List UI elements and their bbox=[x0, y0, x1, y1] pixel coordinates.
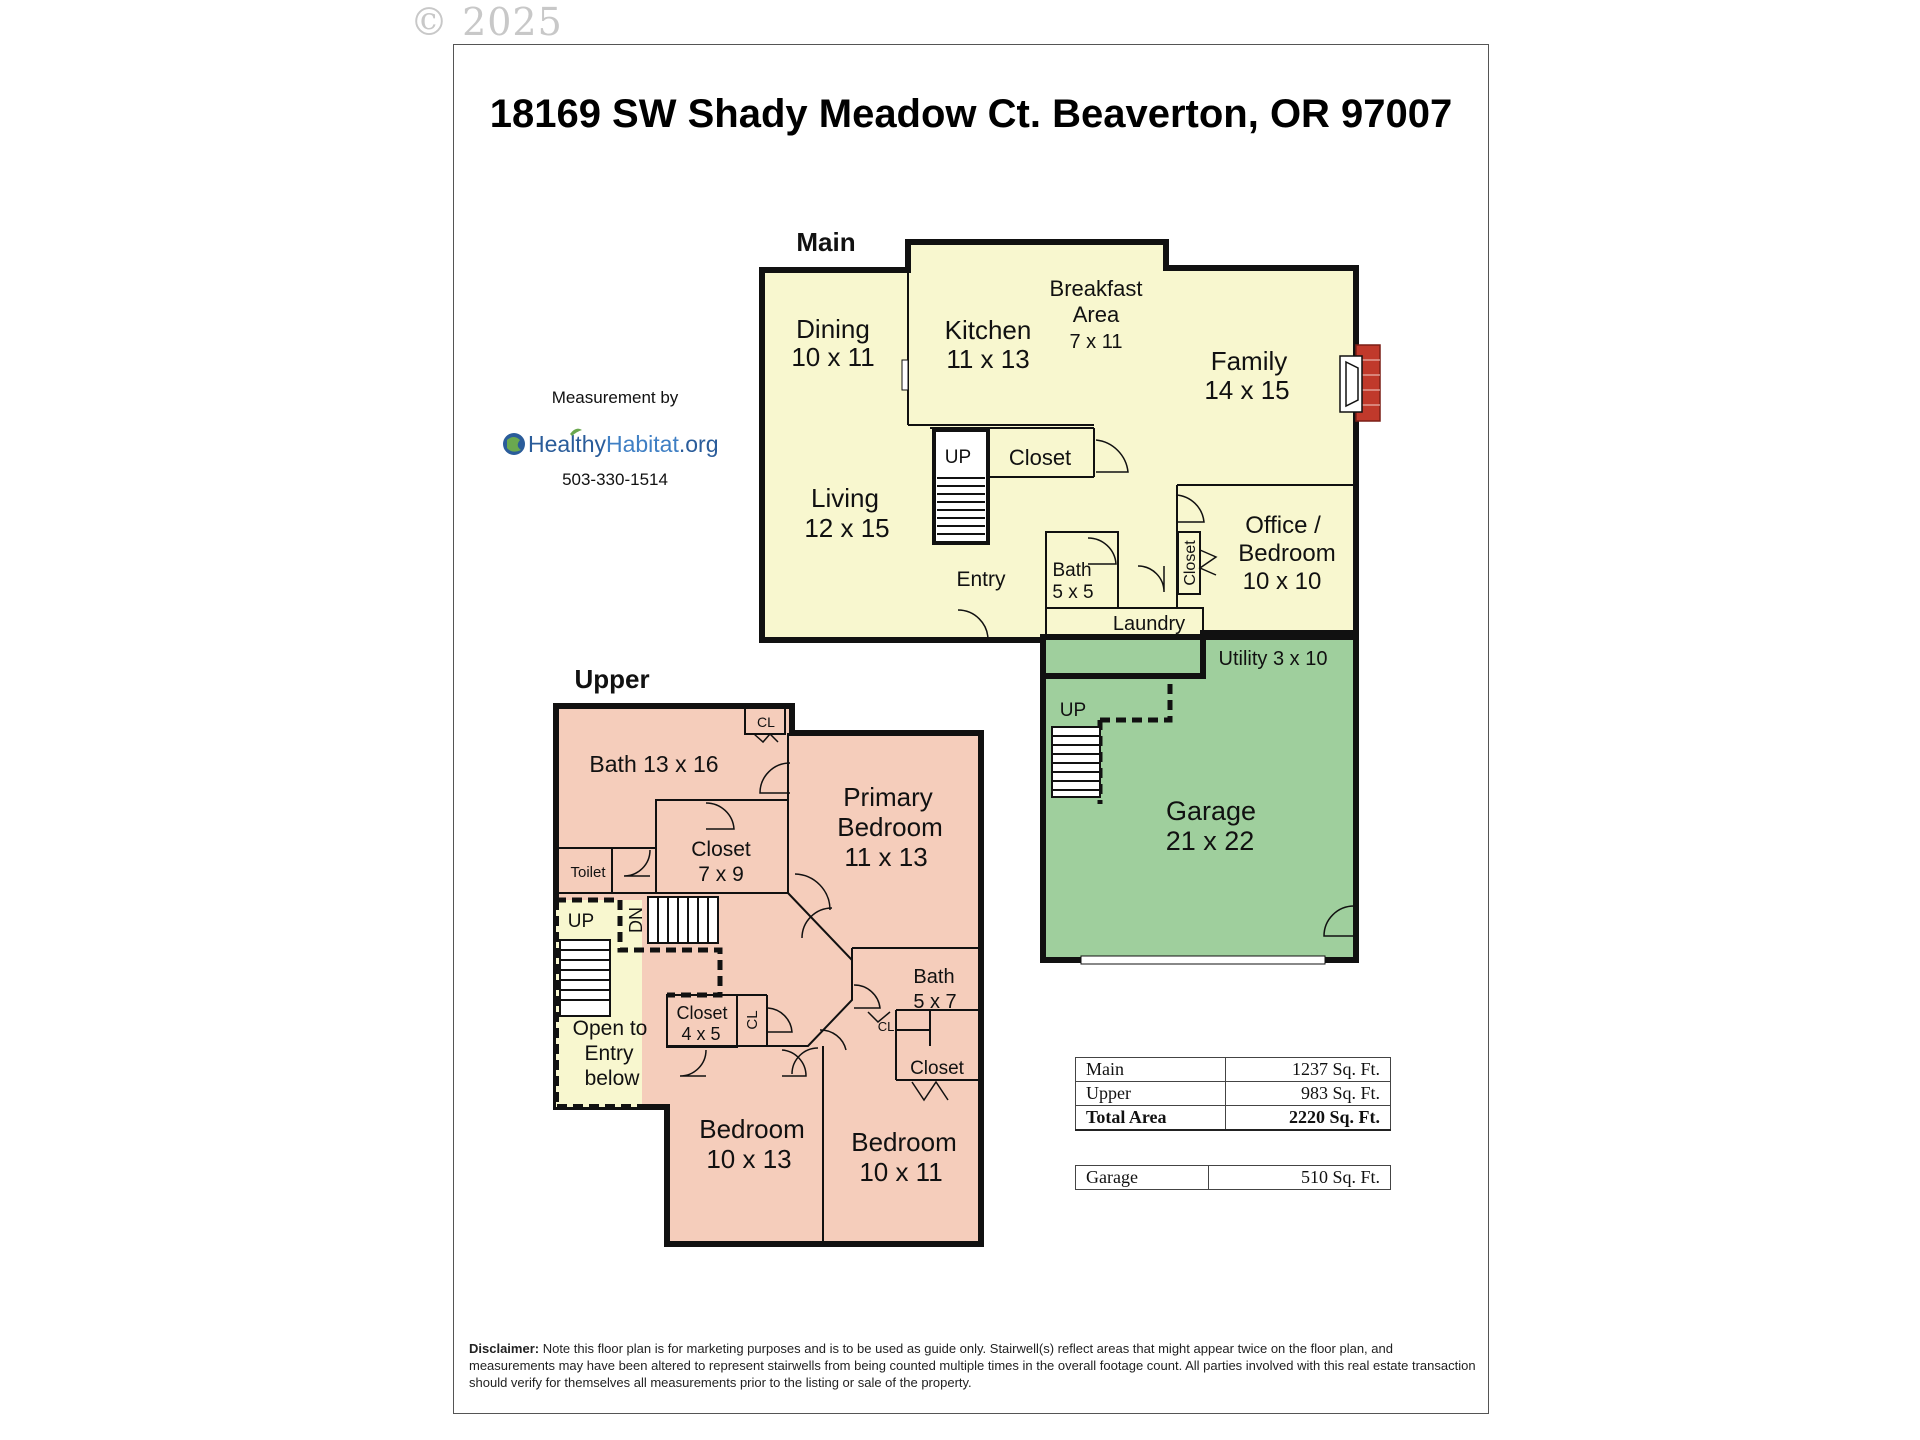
logo-text-habitat: Habitat bbox=[606, 431, 679, 457]
room-dining-size: 10 x 11 bbox=[791, 342, 874, 372]
floor-label-main: Main bbox=[796, 227, 855, 257]
room-closet-small-name: Closet bbox=[676, 1003, 727, 1023]
room-upper-closet-size: 7 x 9 bbox=[698, 863, 744, 886]
upper-stairs-down-label: DN bbox=[626, 907, 646, 933]
disclaimer-body: Note this floor plan is for marketing pu… bbox=[469, 1341, 1476, 1390]
room-bath-main-name: Bath bbox=[1052, 560, 1091, 581]
room-office-size: 10 x 10 bbox=[1243, 568, 1322, 595]
room-living-name: Living bbox=[811, 483, 879, 513]
upper-stairs-down bbox=[647, 896, 719, 944]
area-value: 983 Sq. Ft. bbox=[1224, 1081, 1392, 1106]
table-row: Main 1237 Sq. Ft. bbox=[1075, 1057, 1392, 1082]
garage-stairs-up-label: UP bbox=[1060, 700, 1086, 721]
room-kitchen-size: 11 x 13 bbox=[946, 344, 1029, 374]
fireplace-icon bbox=[1339, 355, 1363, 413]
credit-phone: 503-330-1514 bbox=[562, 470, 668, 489]
garage-area bbox=[1040, 634, 1359, 963]
room-primary-size: 11 x 13 bbox=[844, 842, 927, 872]
room-cl3: CL bbox=[878, 1019, 895, 1034]
room-office-closet: Closet bbox=[1182, 540, 1199, 586]
room-living-size: 12 x 15 bbox=[804, 513, 889, 543]
disclaimer-text: Disclaimer: Note this floor plan is for … bbox=[469, 1340, 1477, 1391]
room-primary-name: Primary bbox=[843, 782, 933, 812]
svg-text:HealthyHabitat.org: HealthyHabitat.org bbox=[528, 431, 719, 457]
room-bath2-name: Bath bbox=[913, 966, 954, 988]
healthy-habitat-logo: HealthyHabitat.org bbox=[503, 428, 719, 457]
room-bedroom2-size: 10 x 11 bbox=[859, 1157, 942, 1187]
room-closet-main: Closet bbox=[1009, 445, 1071, 470]
room-upper-closet-name: Closet bbox=[691, 838, 751, 861]
room-toilet: Toilet bbox=[570, 864, 606, 881]
measurement-credit: Measurement by bbox=[551, 388, 679, 407]
garage-footage-table: Garage 510 Sq. Ft. bbox=[1075, 1165, 1392, 1190]
room-bath-main-size: 5 x 5 bbox=[1052, 582, 1093, 603]
area-value: 510 Sq. Ft. bbox=[1207, 1165, 1392, 1190]
room-bedroom1-size: 10 x 13 bbox=[706, 1144, 791, 1174]
room-closet-small-size: 4 x 5 bbox=[681, 1024, 720, 1044]
room-breakfast-name-2: Area bbox=[1073, 302, 1120, 327]
logo-text-org: .org bbox=[679, 431, 719, 457]
disclaimer-lead: Disclaimer: bbox=[469, 1341, 540, 1356]
area-label: Upper bbox=[1075, 1081, 1226, 1106]
room-dining-name: Dining bbox=[796, 314, 870, 344]
room-office-name: Office / bbox=[1245, 512, 1321, 539]
room-upper-bath-cl: CL bbox=[757, 714, 775, 730]
room-garage-name: Garage bbox=[1166, 796, 1256, 826]
room-kitchen-name: Kitchen bbox=[945, 315, 1032, 345]
area-label: Garage bbox=[1075, 1165, 1209, 1190]
room-primary-name-2: Bedroom bbox=[837, 812, 943, 842]
logo-text-healthy: Healthy bbox=[528, 431, 606, 457]
area-label: Main bbox=[1075, 1057, 1226, 1082]
room-open-entry-3: below bbox=[585, 1067, 641, 1090]
room-upper-bath: Bath 13 x 16 bbox=[589, 751, 718, 777]
room-entry: Entry bbox=[956, 568, 1006, 591]
upper-stairs-up bbox=[559, 939, 611, 1017]
floor-label-upper: Upper bbox=[574, 664, 649, 694]
garage-door bbox=[1080, 955, 1326, 965]
room-family-name: Family bbox=[1211, 346, 1288, 376]
room-garage-size: 21 x 22 bbox=[1166, 826, 1255, 856]
room-bath2-size: 5 x 7 bbox=[913, 991, 956, 1013]
room-utility: Utility 3 x 10 bbox=[1219, 648, 1328, 670]
room-bedroom1-name: Bedroom bbox=[699, 1114, 805, 1144]
room-laundry: Laundry bbox=[1113, 613, 1185, 635]
table-row: Upper 983 Sq. Ft. bbox=[1075, 1081, 1392, 1106]
room-office-name-2: Bedroom bbox=[1238, 540, 1335, 567]
area-value: 1237 Sq. Ft. bbox=[1224, 1057, 1392, 1082]
room-closet3: Closet bbox=[910, 1058, 965, 1079]
room-family-size: 14 x 15 bbox=[1204, 375, 1289, 405]
table-row: Garage 510 Sq. Ft. bbox=[1075, 1165, 1392, 1190]
table-row-total: Total Area 2220 Sq. Ft. bbox=[1075, 1105, 1392, 1131]
property-address-title: 18169 SW Shady Meadow Ct. Beaverton, OR … bbox=[489, 92, 1453, 136]
room-open-entry: Open to bbox=[573, 1017, 648, 1040]
room-cl2: CL bbox=[744, 1010, 761, 1029]
area-label: Total Area bbox=[1075, 1105, 1226, 1131]
room-breakfast-size: 7 x 11 bbox=[1070, 331, 1123, 353]
square-footage-table: Main 1237 Sq. Ft. Upper 983 Sq. Ft. Tota… bbox=[1075, 1057, 1392, 1131]
area-value: 2220 Sq. Ft. bbox=[1224, 1105, 1392, 1131]
room-breakfast-name: Breakfast bbox=[1050, 276, 1143, 301]
room-bedroom2-name: Bedroom bbox=[851, 1127, 957, 1157]
room-open-entry-2: Entry bbox=[584, 1042, 634, 1065]
copyright-mark: © 2025 bbox=[410, 0, 563, 44]
main-stairs-up-label: UP bbox=[945, 447, 971, 468]
upper-stairs-up-label: UP bbox=[568, 911, 594, 932]
